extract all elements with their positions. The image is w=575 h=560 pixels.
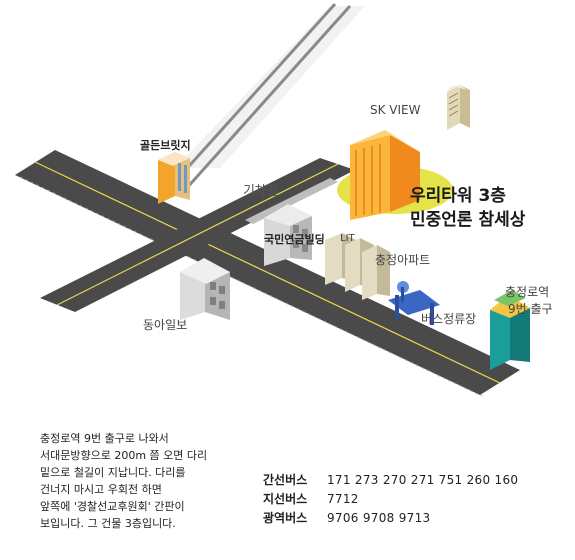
national-pension-label: 국민연금빌딩: [264, 233, 325, 246]
railway-label: 기차길: [243, 184, 278, 199]
station-exit-label: 9번 출구: [508, 302, 553, 316]
chamsesang-label: 민중언론 참세상: [410, 210, 526, 230]
railway-track: [170, 2, 337, 187]
donga-ilbo-label: 동아일보: [143, 318, 188, 332]
bus-route-row: 광역버스 9706 9708 9713: [263, 509, 518, 528]
directions-line: 보입니다. 그 건물 3층입니다.: [40, 517, 176, 530]
bus-type-label: 지선버스: [263, 492, 308, 506]
road-center-line: [34, 161, 501, 384]
bus-stop-shelter: [388, 281, 440, 325]
station-exit-marker: [490, 290, 530, 370]
woori-tower-label: 우리타워 3층: [410, 186, 506, 206]
bus-type-label: 간선버스: [263, 473, 308, 487]
directions-line: 앞쪽에 '경찰선교후원회' 간판이: [40, 500, 185, 513]
train-bridge: [245, 178, 338, 224]
bus-numbers: 9706 9708 9713: [327, 511, 431, 525]
railway-track: [183, 4, 352, 192]
woori-tower-building: [350, 130, 420, 220]
bus-route-row: 지선버스 7712: [263, 490, 518, 509]
bus-type-label: 광역버스: [263, 511, 308, 525]
directions-line: 서대문방향으로 200m 쯤 오면 다리: [40, 449, 208, 462]
lit-label: LIT: [340, 233, 355, 244]
donga-ilbo-building: [180, 258, 230, 320]
golden-bridge-building: [158, 152, 190, 204]
sk-view-label: SK VIEW: [370, 103, 421, 117]
sk-view-building: [447, 85, 470, 130]
directions-line: 건너지 마시고 우회전 하면: [40, 483, 162, 496]
map-illustration: [15, 2, 530, 397]
bus-info: 간선버스 171 273 270 271 751 260 160 지선버스 77…: [263, 471, 518, 528]
directions-line: 밑으로 철길이 지납니다. 다리를: [40, 466, 186, 479]
station-label: 충정로역: [505, 285, 550, 299]
bridge-deck: [175, 6, 365, 168]
bus-stop-label: 버스정류장: [421, 312, 477, 326]
bus-numbers: 171 273 270 271 751 260 160: [327, 473, 519, 487]
directions-text: 충정로역 9번 출구로 나와서 서대문방향으로 200m 쯤 오면 다리 밑으로…: [40, 430, 235, 532]
bus-numbers: 7712: [327, 492, 359, 506]
golden-brix-label: 골든브릿지: [140, 139, 191, 152]
chungjeong-apartment-building: [325, 233, 390, 300]
national-pension-building: [264, 204, 312, 266]
chungjeong-apt-label: 충정아파트: [375, 253, 431, 267]
directions-line: 충정로역 9번 출구로 나와서: [40, 432, 169, 445]
bus-route-row: 간선버스 171 273 270 271 751 260 160: [263, 471, 518, 490]
road-center-line: [56, 163, 339, 306]
road-edge: [19, 176, 483, 397]
